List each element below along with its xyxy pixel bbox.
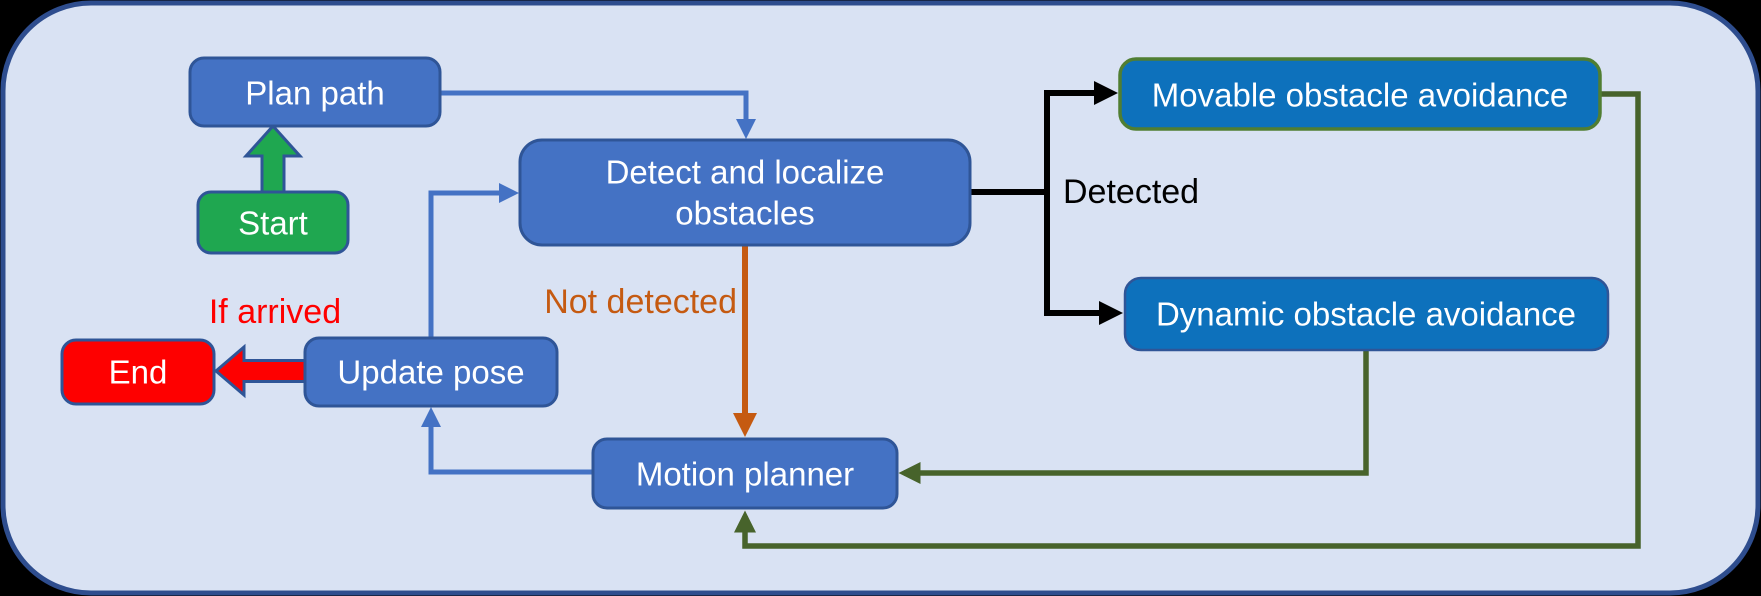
connector-plan-path-to-detect [440,90,756,139]
node-start[interactable]: Start [196,190,350,255]
node-plan-path-label: Plan path [245,75,384,112]
connector-movable-to-motion-planner [734,91,1641,549]
connector-motion-planner-to-update-pose [421,407,596,475]
node-end[interactable]: End [60,338,216,406]
start-to-plan-path-arrow-icon [242,123,304,196]
node-dynamic-shape[interactable] [1123,276,1610,352]
node-start-label: Start [238,205,308,242]
connector-detect-to-movable [1044,81,1118,195]
edge-label-if-arrived: If arrived [209,293,341,331]
node-detect-shape[interactable] [518,138,972,247]
node-detect-label-line2: obstacles [675,195,814,232]
update-pose-to-end-arrow-icon [213,343,309,399]
node-motion-planner-shape[interactable] [591,437,899,510]
node-detect-and-localize-obstacles[interactable]: Detect and localize obstacles [518,138,972,247]
node-start-shape[interactable] [196,190,350,255]
node-update-pose-shape[interactable] [303,336,559,408]
node-motion-planner-label: Motion planner [636,456,854,493]
node-dynamic-label: Dynamic obstacle avoidance [1156,296,1576,333]
connector-dynamic-to-motion-planner [898,351,1369,484]
edge-label-not-detected: Not detected [544,283,737,321]
node-update-pose[interactable]: Update pose [303,336,559,408]
node-dynamic-obstacle-avoidance[interactable]: Dynamic obstacle avoidance [1123,276,1610,352]
node-motion-planner[interactable]: Motion planner [591,437,899,510]
node-end-label: End [109,354,168,391]
connector-update-pose-to-detect [428,183,519,338]
node-update-pose-label: Update pose [337,354,524,391]
node-movable-label: Movable obstacle avoidance [1152,77,1568,114]
node-plan-path-shape[interactable] [188,56,442,128]
node-movable-obstacle-avoidance[interactable]: Movable obstacle avoidance [1118,57,1602,131]
connector-detect-to-dynamic [1044,190,1123,325]
node-detect-label-line1: Detect and localize [606,154,885,191]
node-end-shape[interactable] [60,338,216,406]
node-movable-shape[interactable] [1118,57,1602,131]
edge-label-detected: Detected [1063,173,1199,211]
node-plan-path[interactable]: Plan path [188,56,442,128]
